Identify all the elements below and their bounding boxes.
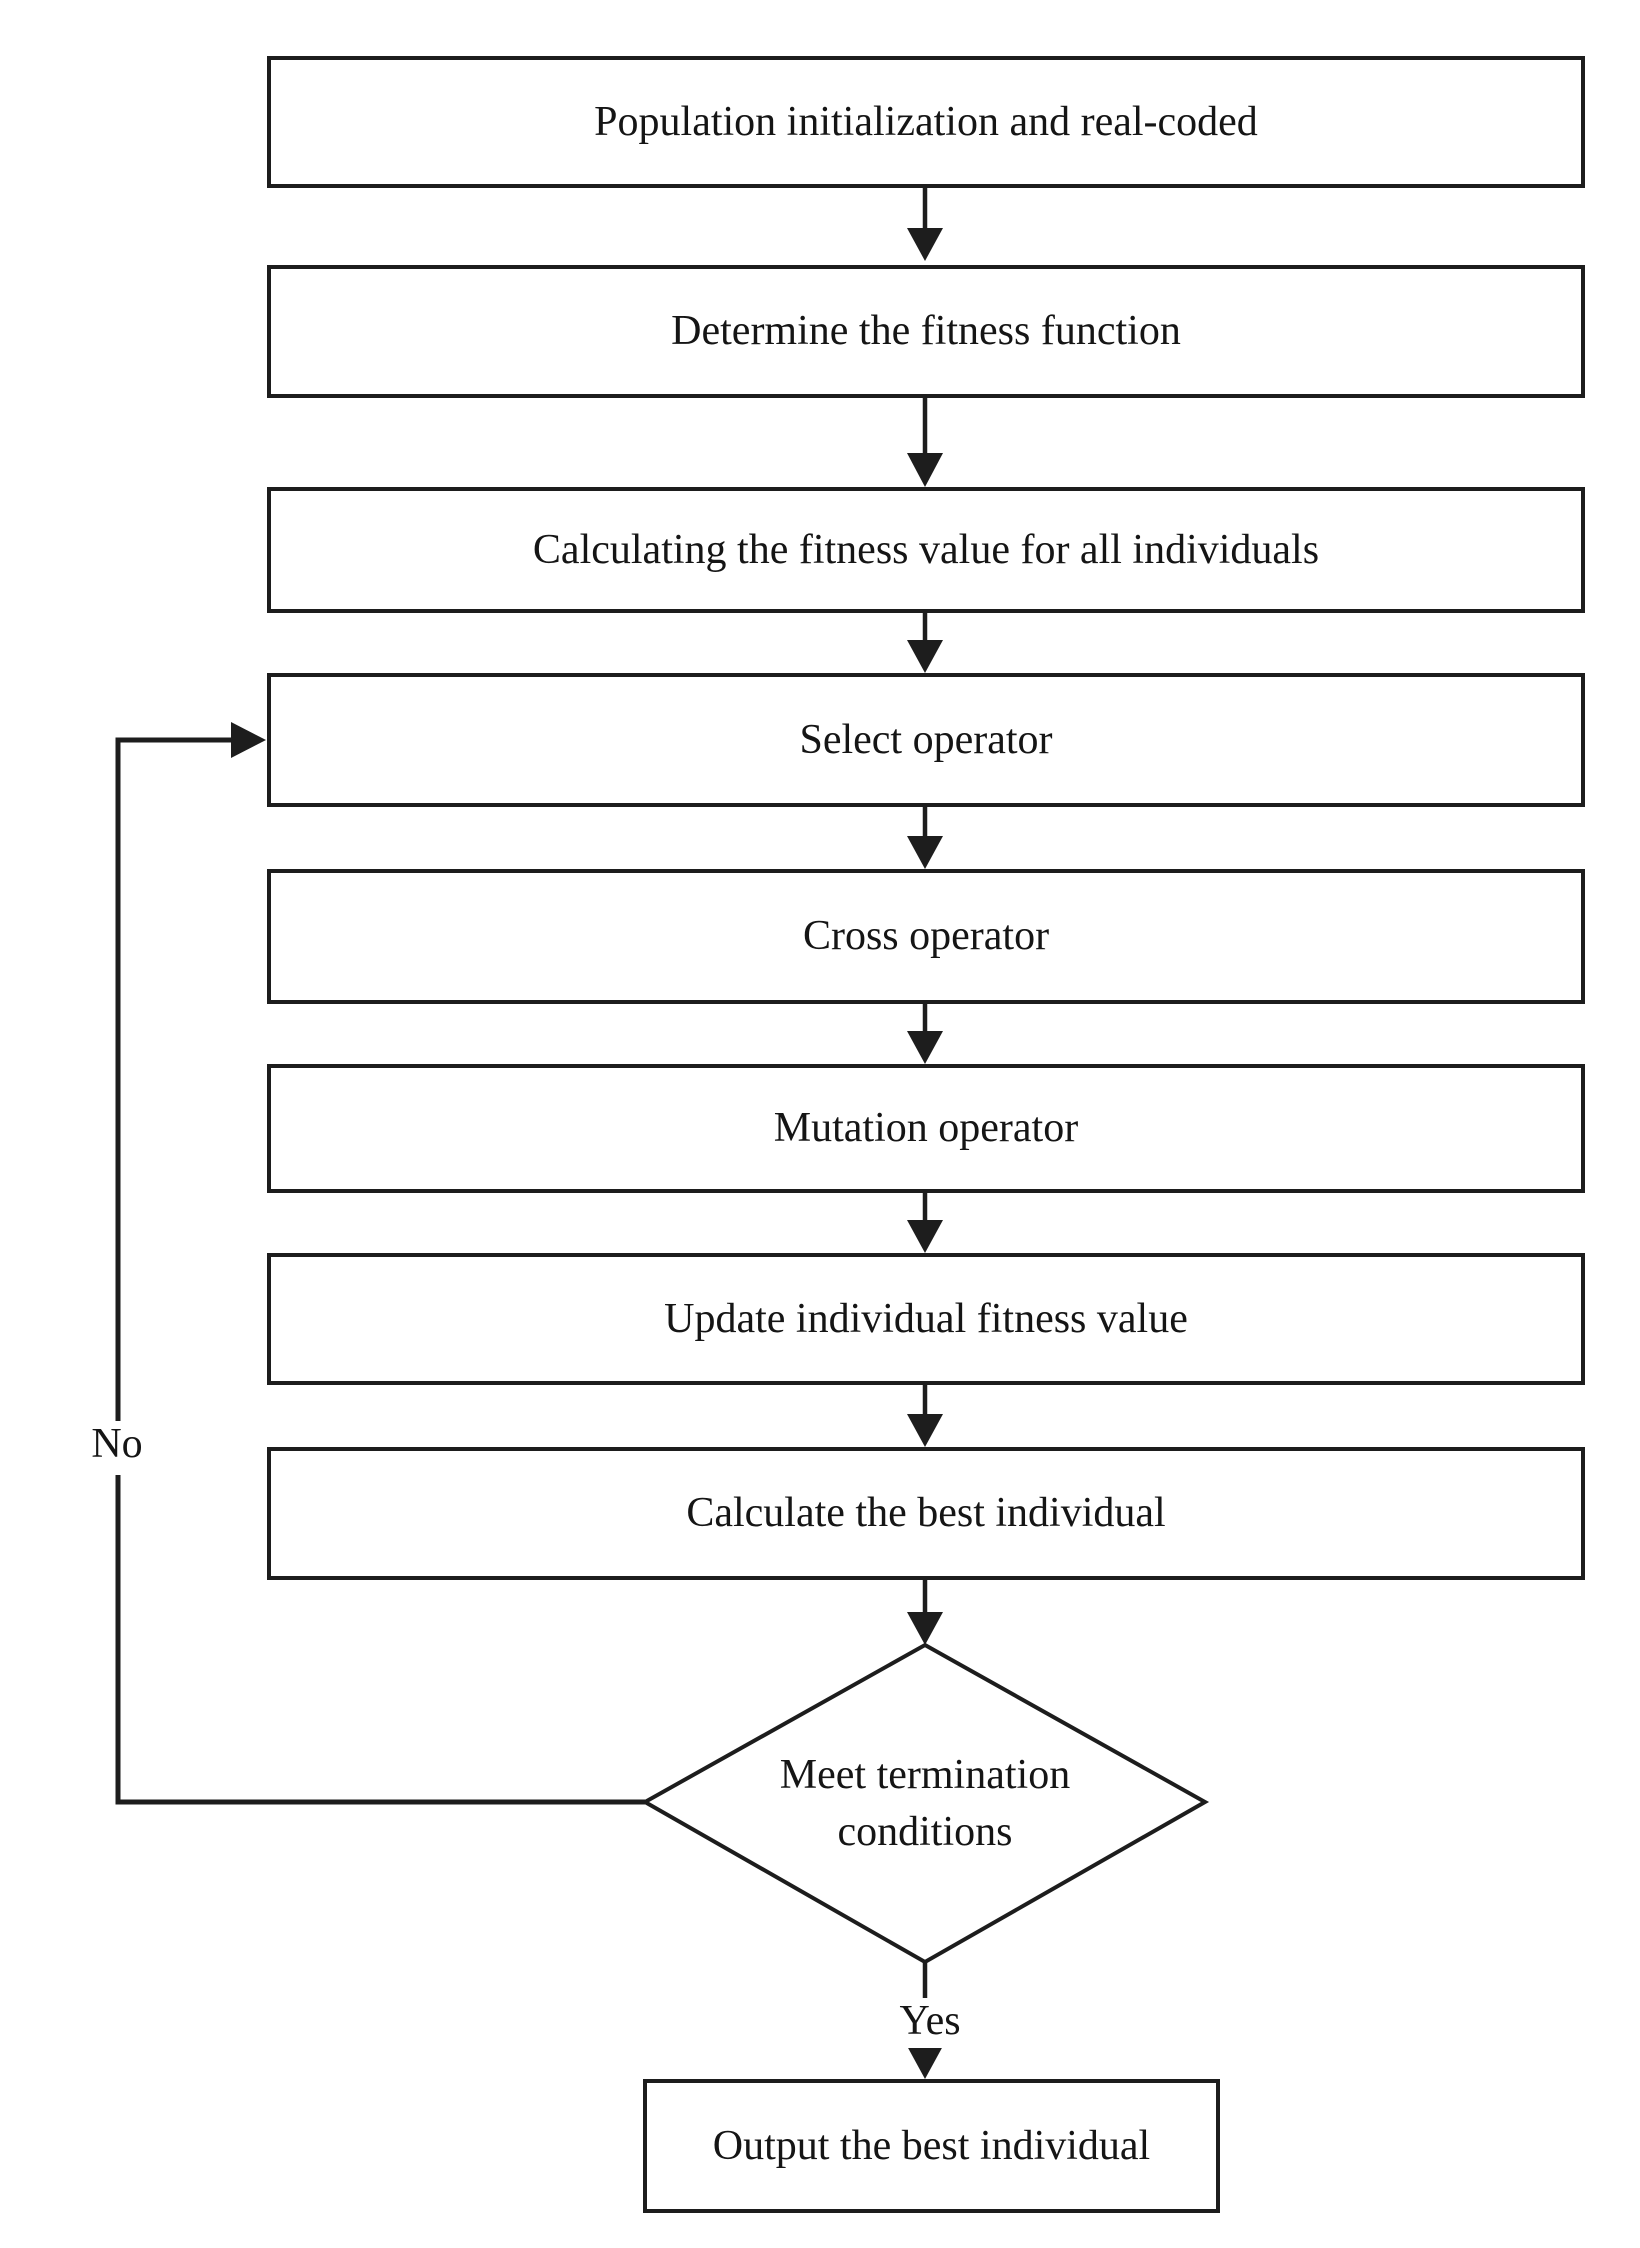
arrowhead <box>907 1220 943 1253</box>
arrowheads <box>231 228 943 2079</box>
step-box-determine-fitness-function: Determine the fitness function <box>267 265 1585 398</box>
arrowhead <box>907 453 943 487</box>
arrowhead <box>907 228 943 261</box>
arrowhead <box>231 722 266 758</box>
yes-label: Yes <box>860 1998 1000 2048</box>
step-label: Select operator <box>799 716 1053 763</box>
decision-diamond-shape <box>640 1642 1210 1965</box>
output-box: Output the best individual <box>643 2079 1220 2213</box>
arrowhead <box>907 2046 943 2079</box>
step-label: Cross operator <box>802 913 1050 960</box>
output-label: Output the best individual <box>712 2123 1151 2169</box>
arrowhead <box>907 836 943 869</box>
step-label: Update individual fitness value <box>664 1295 1188 1342</box>
no-branch-path <box>115 737 645 1805</box>
step-label: Determine the fitness function <box>671 308 1181 355</box>
step-box-select-operator: Select operator <box>267 673 1585 807</box>
step-label: Calculating the fitness value for all in… <box>532 526 1320 573</box>
step-label: Calculate the best individual <box>686 1490 1166 1537</box>
decision-label-container: Meet termination conditions <box>645 1645 1205 1962</box>
step-label: Mutation operator <box>773 1105 1079 1152</box>
step-label: Population initialization and real-coded <box>594 98 1258 145</box>
no-label: No <box>57 1421 177 1475</box>
step-box-cross-operator: Cross operator <box>267 869 1585 1004</box>
arrowhead <box>907 1031 943 1064</box>
step-box-population-initialization: Population initialization and real-coded <box>267 56 1585 188</box>
step-box-mutation-operator: Mutation operator <box>267 1064 1585 1193</box>
step-box-calculate-fitness-values: Calculating the fitness value for all in… <box>267 487 1585 613</box>
step-box-update-fitness-value: Update individual fitness value <box>267 1253 1585 1385</box>
arrowhead <box>907 640 943 673</box>
decision-label: Meet termination conditions <box>779 1751 1071 1855</box>
step-box-calculate-best-individual: Calculate the best individual <box>267 1447 1585 1580</box>
arrowhead <box>907 1612 943 1645</box>
arrowhead <box>907 1414 943 1447</box>
